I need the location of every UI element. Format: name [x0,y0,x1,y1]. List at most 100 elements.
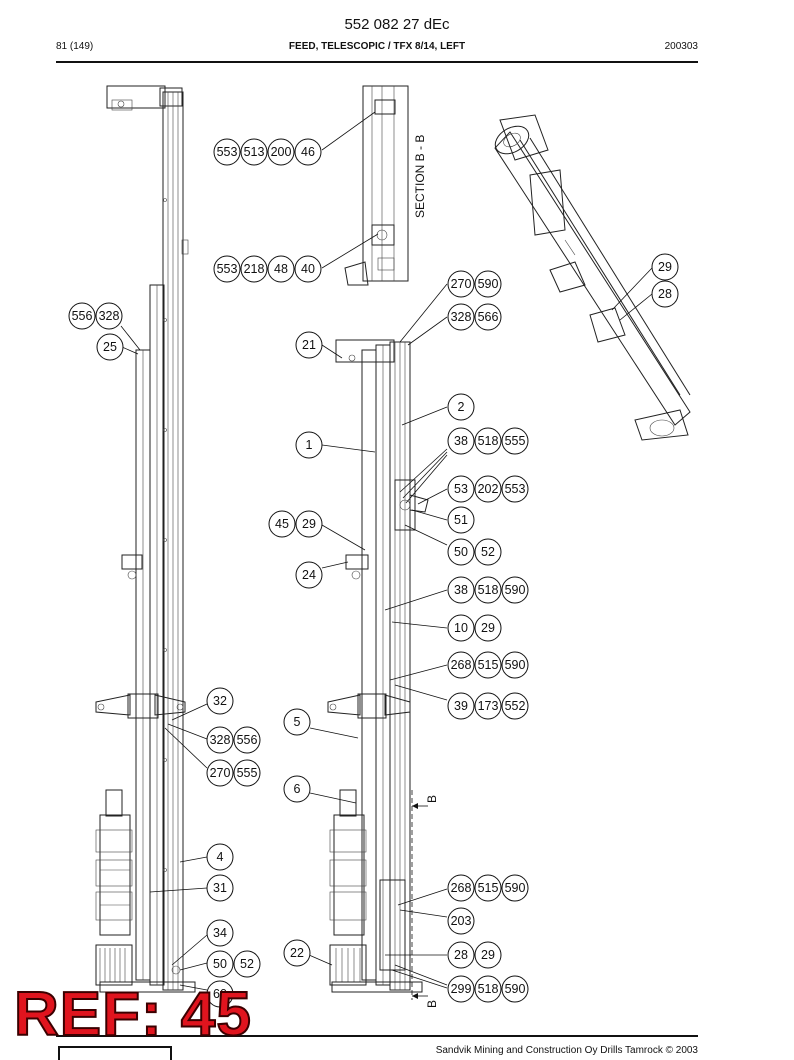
svg-text:328: 328 [451,310,472,324]
callout-518: 518 [474,427,502,455]
svg-text:31: 31 [213,881,227,895]
callout-590: 590 [474,270,502,298]
callout-553: 553 [213,138,241,166]
callout-328: 328 [206,726,234,754]
callout-590: 590 [501,874,529,902]
svg-text:200: 200 [271,145,292,159]
section-view [344,85,409,286]
svg-text:2: 2 [458,400,465,414]
callout-45: 45 [268,510,296,538]
svg-text:202: 202 [478,482,499,496]
section-label: SECTION B - B [413,135,427,218]
callout-50: 50 [447,538,475,566]
callout-28: 28 [447,941,475,969]
svg-text:53: 53 [454,482,468,496]
svg-text:328: 328 [99,309,120,323]
svg-text:40: 40 [301,262,315,276]
svg-text:513: 513 [244,145,265,159]
isometric-view [494,114,691,441]
callout-32: 32 [206,687,234,715]
callout-328: 328 [447,303,475,331]
svg-text:38: 38 [454,583,468,597]
callout-270: 270 [447,270,475,298]
callout-24: 24 [295,561,323,589]
svg-text:555: 555 [237,766,258,780]
callout-202: 202 [474,475,502,503]
callout-2: 2 [447,393,475,421]
callout-39: 39 [447,692,475,720]
document-date: 200303 [664,41,698,52]
svg-text:29: 29 [302,517,316,531]
page-title: FEED, TELESCOPIC / TFX 8/14, LEFT [288,41,466,52]
svg-text:48: 48 [274,262,288,276]
svg-text:173: 173 [478,699,499,713]
footer-copyright: Sandvik Mining and Construction Oy Drill… [435,1045,698,1056]
svg-text:515: 515 [478,658,499,672]
svg-text:268: 268 [451,881,472,895]
svg-text:60: 60 [213,987,227,1001]
svg-text:52: 52 [481,545,495,559]
svg-text:553: 553 [505,482,526,496]
svg-text:518: 518 [478,583,499,597]
section-marker-bottom: B [425,1000,439,1008]
svg-text:553: 553 [217,145,238,159]
svg-text:50: 50 [454,545,468,559]
svg-text:29: 29 [481,621,495,635]
callout-555: 555 [233,759,261,787]
callout-34: 34 [206,919,234,947]
callout-556: 556 [233,726,261,754]
callout-5: 5 [283,708,311,736]
svg-text:5: 5 [294,715,301,729]
callout-31: 31 [206,874,234,902]
callout-29: 29 [651,253,679,281]
svg-text:270: 270 [451,277,472,291]
callout-553: 553 [501,475,529,503]
callout-38: 38 [447,576,475,604]
callout-203: 203 [447,907,475,935]
callout-29: 29 [474,941,502,969]
svg-text:299: 299 [451,982,472,996]
callout-52: 52 [233,950,261,978]
section-marker-top: B [425,795,439,803]
callout-590: 590 [501,975,529,1003]
center-feed-view [327,339,429,1000]
svg-text:268: 268 [451,658,472,672]
callout-29: 29 [295,510,323,538]
svg-text:29: 29 [658,260,672,274]
svg-text:28: 28 [658,287,672,301]
header-rule [56,61,698,63]
svg-text:39: 39 [454,699,468,713]
callout-515: 515 [474,874,502,902]
svg-text:566: 566 [478,310,499,324]
svg-text:590: 590 [505,982,526,996]
svg-text:556: 556 [72,309,93,323]
callout-60: 60 [206,980,234,1008]
callout-53: 53 [447,475,475,503]
svg-text:4: 4 [217,850,224,864]
callout-10: 10 [447,614,475,642]
callout-173: 173 [474,692,502,720]
callout-328: 328 [95,302,123,330]
callout-4: 4 [206,843,234,871]
callout-555: 555 [501,427,529,455]
callout-52: 52 [474,538,502,566]
svg-text:28: 28 [454,948,468,962]
svg-text:328: 328 [210,733,231,747]
svg-text:45: 45 [275,517,289,531]
callout-513: 513 [240,138,268,166]
svg-text:590: 590 [505,658,526,672]
callout-1: 1 [295,431,323,459]
svg-text:556: 556 [237,733,258,747]
svg-text:553: 553 [217,262,238,276]
header-row: 81 (149) FEED, TELESCOPIC / TFX 8/14, LE… [56,41,698,55]
callout-299: 299 [447,975,475,1003]
callout-29: 29 [474,614,502,642]
svg-text:270: 270 [210,766,231,780]
footer-rule [56,1035,698,1037]
svg-text:518: 518 [478,434,499,448]
svg-text:555: 555 [505,434,526,448]
callout-268: 268 [447,874,475,902]
callout-268: 268 [447,651,475,679]
callout-270: 270 [206,759,234,787]
